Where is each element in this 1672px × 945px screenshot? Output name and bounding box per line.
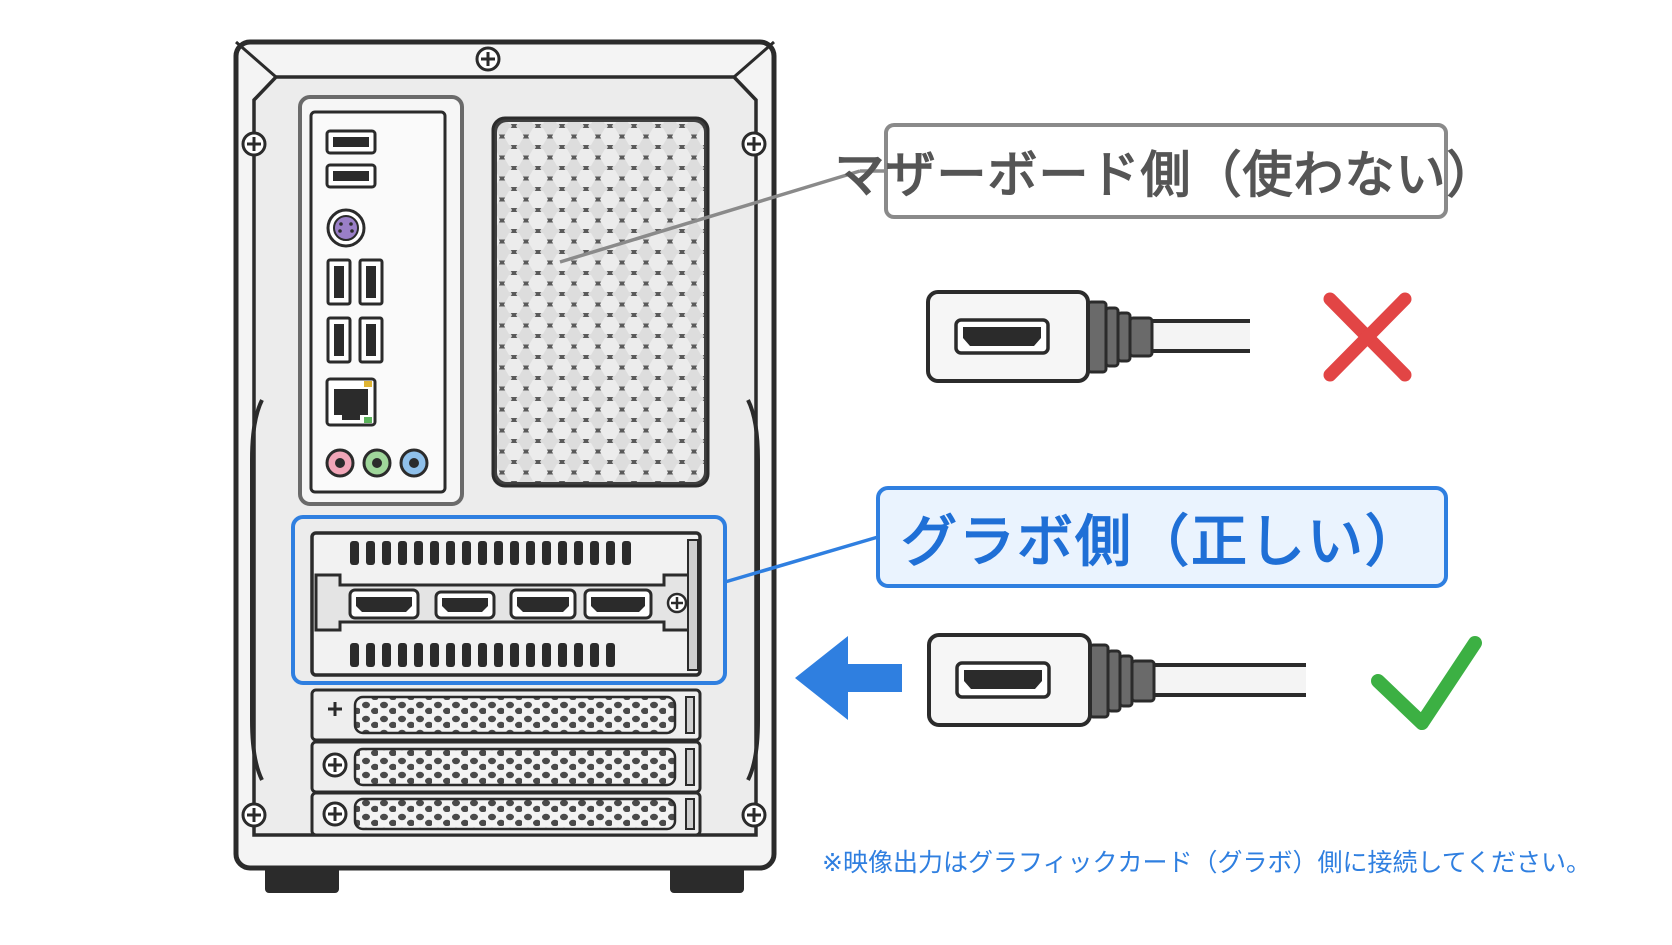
graphics-card bbox=[310, 531, 702, 677]
screw-upper-right bbox=[741, 131, 767, 157]
slot-cover-2 bbox=[310, 740, 702, 794]
left-arrow-icon bbox=[795, 636, 902, 720]
expansion-slot-covers bbox=[310, 688, 702, 837]
gpu-hdmi-port-3 bbox=[509, 588, 577, 620]
motherboard-io-panel bbox=[298, 95, 464, 506]
gpu-hdmi-port-1 bbox=[348, 588, 420, 620]
gpu-bottom-vent bbox=[350, 643, 615, 667]
gpu-top-vent bbox=[350, 541, 631, 565]
audio-jacks bbox=[325, 448, 429, 478]
gpu-leader-line bbox=[724, 535, 879, 584]
gpu-hdmi-port-4 bbox=[583, 588, 653, 620]
check-mark-icon bbox=[1371, 636, 1482, 730]
fan-vent-grille bbox=[491, 116, 710, 488]
gpu-side-label-text: グラボ側（正しい） bbox=[901, 509, 1423, 575]
ps2-port bbox=[326, 208, 366, 248]
io-video-port-1 bbox=[325, 129, 377, 155]
motherboard-leader-line bbox=[559, 169, 861, 264]
hdmi-cable-wrong bbox=[926, 290, 1250, 383]
slot-cover-3 bbox=[310, 791, 702, 837]
screw-lower-right bbox=[741, 802, 767, 828]
slot-cover-1 bbox=[310, 688, 702, 742]
io-video-port-2 bbox=[325, 163, 377, 189]
lan-port bbox=[325, 377, 377, 427]
usb-ports bbox=[326, 258, 384, 364]
screw-lower-left bbox=[241, 802, 267, 828]
gpu-hdmi-port-2 bbox=[434, 590, 496, 620]
gpu-highlight-frame bbox=[291, 515, 727, 685]
screw-top bbox=[475, 46, 501, 72]
screw-upper-left bbox=[241, 131, 267, 157]
motherboard-side-label: マザーボード側（使わない） bbox=[835, 123, 1497, 219]
gpu-bracket-screw bbox=[666, 592, 688, 614]
hdmi-cable-correct bbox=[927, 633, 1306, 727]
motherboard-side-label-text: マザーボード側（使わない） bbox=[834, 146, 1498, 204]
footnote: ※映像出力はグラフィックカード（グラボ）側に接続してください。 bbox=[822, 848, 1591, 877]
gpu-side-label: グラボ側（正しい） bbox=[876, 486, 1448, 588]
cross-mark-icon bbox=[1323, 292, 1412, 382]
